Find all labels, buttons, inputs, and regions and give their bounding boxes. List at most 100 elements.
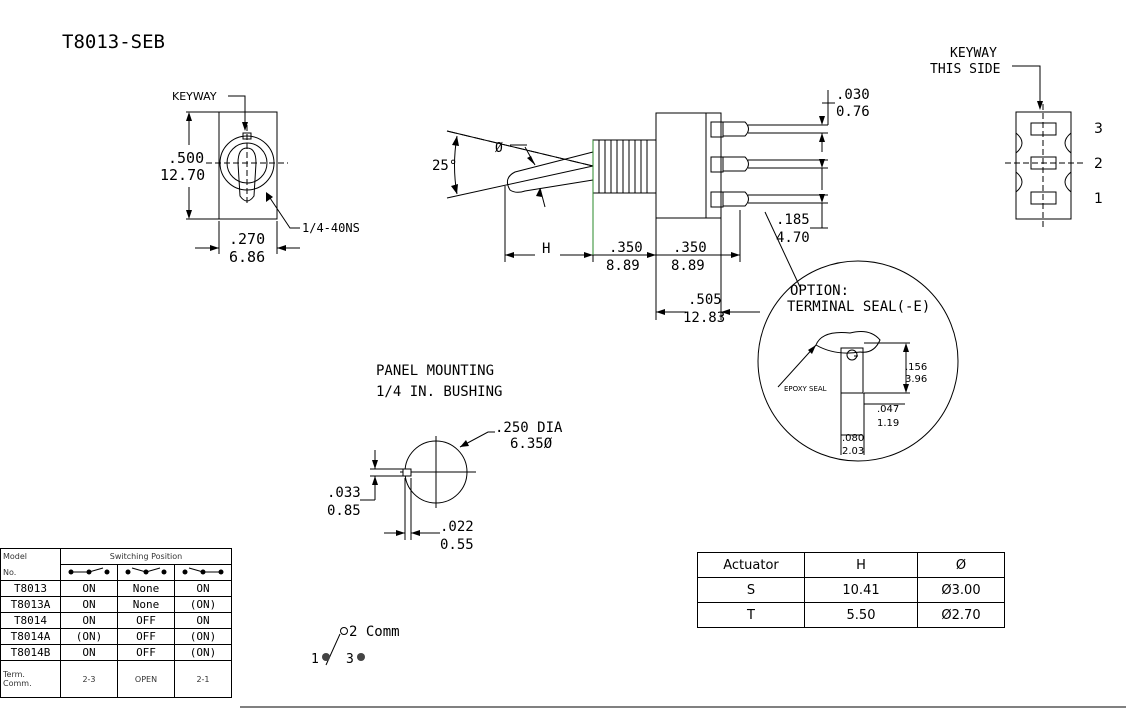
- h-label: H: [542, 241, 550, 257]
- position-cell: (ON): [174, 596, 232, 613]
- position-cell: None: [117, 580, 175, 597]
- seal-width-in: .080: [842, 433, 864, 444]
- gap-in: .022: [440, 519, 474, 535]
- model-cell: T8014: [0, 612, 61, 629]
- model-header: Model: [0, 548, 61, 565]
- position-cell: (ON): [174, 644, 232, 661]
- body-length-mm: 12.83: [683, 310, 725, 326]
- front-width-in: .270: [229, 230, 265, 248]
- no-header: No.: [0, 564, 61, 581]
- position-cell: ON: [174, 612, 232, 629]
- term-comm-label: Term. Comm.: [0, 660, 61, 698]
- rear-pin-1: 1: [1094, 191, 1103, 207]
- position-cell: OFF: [117, 612, 175, 629]
- switch-housing: [655, 112, 722, 219]
- front-body: [218, 111, 278, 220]
- position-cell: ON: [60, 596, 118, 613]
- dim1-mm: 8.89: [606, 258, 640, 274]
- panel-title: PANEL MOUNTING: [376, 363, 494, 379]
- table-row: T8013A ON None (ON): [0, 596, 232, 613]
- keyway-notch: [242, 132, 252, 140]
- diameter-header: Ø: [917, 552, 1005, 578]
- rear-pin-3: 3: [1094, 121, 1103, 137]
- side-arrows: [451, 116, 825, 315]
- hole-dia-in: .250 DIA: [495, 420, 563, 436]
- switch-position-icon-3: [182, 567, 224, 575]
- hole-dia-mm: 6.35Ø: [510, 436, 553, 452]
- table-row: T8014 ON OFF ON: [0, 612, 232, 629]
- actuator-table: Actuator H Ø S 10.41 Ø3.00 T 5.50 Ø2.70: [697, 552, 1005, 628]
- position-cell: OFF: [117, 644, 175, 661]
- switch-position-icon-1: [68, 567, 110, 575]
- front-height-in: .500: [168, 149, 204, 167]
- switch-diagram-2: [117, 564, 175, 581]
- drawing-title: T8013-SEB: [62, 31, 165, 53]
- key-width-in: .033: [327, 485, 361, 501]
- actuator-header: Actuator: [697, 552, 805, 578]
- front-view: [186, 95, 300, 254]
- front-height-mm: 12.70: [160, 166, 205, 184]
- side-lever: [506, 151, 594, 193]
- panel-hole: [360, 431, 495, 540]
- h-cell: 5.50: [804, 602, 918, 628]
- diameter-cell: Ø2.70: [917, 602, 1005, 628]
- rear-body: [1015, 111, 1072, 220]
- body-length-in: .505: [688, 292, 722, 308]
- seal-pin-in: .047: [877, 404, 899, 415]
- keyway-label: KEYWAY: [172, 90, 217, 103]
- angle-label: 25°: [432, 158, 457, 174]
- option-title: OPTION:: [790, 283, 849, 299]
- h-cell: 10.41: [804, 577, 918, 603]
- seal-height-in: .156: [905, 362, 927, 373]
- term-value: 2-3: [60, 660, 118, 698]
- pitch-mm: 4.70: [776, 230, 810, 246]
- table-row: S 10.41 Ø3.00: [697, 577, 1005, 603]
- diameter-cell: Ø3.00: [917, 577, 1005, 603]
- term-label: Term.: [3, 670, 25, 679]
- schematic-pin1: 1: [311, 652, 319, 667]
- model-cell: T8013A: [0, 596, 61, 613]
- position-cell: ON: [60, 612, 118, 629]
- model-cell: T8014A: [0, 628, 61, 645]
- terminal-3-dot: [357, 653, 365, 661]
- diameter-symbol: Ø: [495, 141, 503, 156]
- position-cell: OFF: [117, 628, 175, 645]
- dim2-mm: 8.89: [671, 258, 705, 274]
- position-cell: None: [117, 596, 175, 613]
- terminal-2-circle: [340, 627, 348, 635]
- switch-diagram-1: [60, 564, 118, 581]
- rear-keyway-line2: THIS SIDE: [930, 62, 1000, 77]
- option-detail: [757, 260, 959, 462]
- schematic-symbol: [325, 627, 348, 666]
- front-arrows: [186, 112, 286, 251]
- schematic-comm-label: 2 Comm: [349, 624, 400, 640]
- key-width-mm: 0.85: [327, 503, 361, 519]
- epoxy-blob: [815, 331, 881, 354]
- dim1-in: .350: [609, 240, 643, 256]
- term-value: OPEN: [117, 660, 175, 698]
- model-cell: T8013: [0, 580, 61, 597]
- thread-lines: [598, 140, 648, 193]
- terminal-1-dot: [322, 653, 330, 661]
- rear-keyway-arrow: [1037, 101, 1043, 110]
- position-cell: ON: [174, 580, 232, 597]
- switch-diagram-3: [174, 564, 232, 581]
- position-cell: (ON): [60, 628, 118, 645]
- model-cell: T8014B: [0, 644, 61, 661]
- switch-position-icon-2: [125, 567, 167, 575]
- seal-pin-mm: 1.19: [877, 418, 899, 429]
- rear-keyway-line1: KEYWAY: [950, 46, 997, 61]
- option-arrows: [808, 343, 909, 393]
- dim2-in: .350: [673, 240, 707, 256]
- side-view: [446, 90, 835, 320]
- panel-arrows: [372, 440, 469, 536]
- rear-pin-2: 2: [1094, 156, 1103, 172]
- seal-height-mm: 3.96: [905, 374, 927, 385]
- seal-width-mm: 2.03: [842, 446, 864, 457]
- model-table: Model Switching Position No. T8013 ON No…: [0, 548, 232, 698]
- switching-header: Switching Position: [60, 548, 232, 565]
- rear-view: [1005, 65, 1083, 228]
- position-cell: (ON): [174, 628, 232, 645]
- epoxy-seal-label: EPOXY SEAL: [784, 385, 827, 393]
